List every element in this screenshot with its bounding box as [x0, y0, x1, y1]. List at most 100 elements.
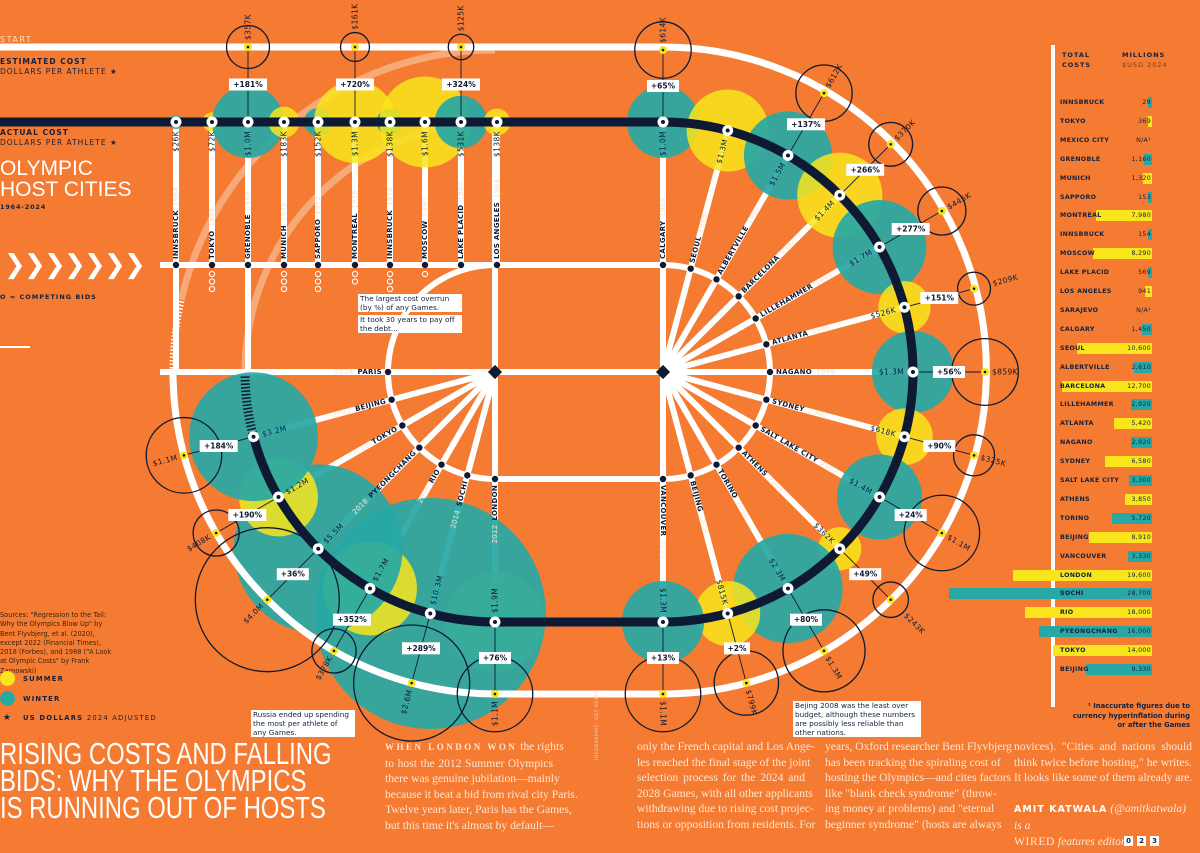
cost-row-value: 1,450 [1131, 325, 1151, 333]
competing-bid-icon [738, 414, 745, 421]
estimated-cost-unit: DOLLARS PER ATHLETE ★ [0, 67, 118, 76]
cost-row-value: 19,600 [1127, 571, 1151, 579]
competing-bid-icon [729, 299, 736, 306]
host-city-name: TORINO [716, 468, 739, 500]
overrun-badge-bg [787, 118, 825, 131]
host-city-label: LAKE PLACID1980 [457, 182, 465, 259]
overrun-percent: +2% [727, 644, 747, 653]
competing-bid-icon [314, 285, 322, 293]
competing-bid-icon [683, 456, 690, 463]
host-city-name: ALBERTVILLE [716, 225, 750, 277]
competing-bid-icon [659, 466, 667, 474]
competing-bid-icon [744, 417, 752, 425]
overrun-badge: +24% [894, 509, 927, 521]
host-city-name: BEIJING [688, 480, 704, 513]
article-line: to host the 2012 Summer Olympics [385, 756, 553, 770]
estimated-node-center [940, 531, 944, 535]
actual-cost-label: $531K [457, 130, 466, 157]
estimated-node-center [182, 454, 186, 457]
cost-bar-summer [1024, 607, 1152, 619]
actual-cost-label: $1.9M [491, 588, 500, 613]
host-year: 2020 [351, 441, 371, 457]
competing-bid-icon [708, 283, 716, 291]
overrun-percent: +352% [337, 615, 367, 624]
cost-bar-summer [1113, 418, 1152, 430]
overrun-badge-bg [479, 652, 511, 664]
cost-bar-summer [1095, 210, 1152, 222]
note-montreal-debt: It took 30 years to pay off the debt... [358, 315, 462, 333]
overrun-percent: +190% [233, 511, 263, 520]
ring-junction-dot [493, 261, 501, 269]
host-year: 1994 [814, 271, 835, 288]
overrun-percent: +720% [340, 80, 370, 89]
start-label: START [0, 35, 33, 44]
competing-bid-icon [172, 270, 180, 278]
estimated-node-center [889, 143, 892, 146]
actual-cost-label: $152K [314, 130, 323, 157]
competing-bid-icon [757, 368, 765, 376]
overrun-badge-bg [724, 642, 750, 655]
article-line: It looks like some of them already are. [1014, 771, 1193, 785]
legend-summer-label: SUMMER [23, 674, 65, 683]
estimated-cost-label: $1.3M [824, 655, 844, 681]
estimated-cost-ring [194, 527, 340, 673]
cost-row-value: 153 [1138, 193, 1151, 201]
cost-row-city: TOKYO [1060, 117, 1086, 125]
competing-bid-icon [659, 270, 667, 278]
overrun-badge: +90% [923, 440, 956, 452]
host-city-name: LONDON [491, 485, 499, 520]
overrun-percent: +184% [204, 442, 234, 451]
overrun-badge-bg [276, 568, 309, 581]
ring-junction-dot [172, 261, 180, 269]
spoke [662, 304, 906, 375]
host-city-label: MUNICH1972 [280, 202, 288, 259]
competing-bid-icon [731, 327, 739, 334]
competing-bid-icon [172, 278, 180, 285]
article-line: les reached the final stage of the joint [637, 755, 811, 769]
host-city-name: SALT LAKE CITY [759, 425, 820, 465]
cost-row-value: 5,420 [1131, 420, 1151, 428]
host-city-name: TOKYO [208, 231, 216, 259]
overrun-percent: +24% [899, 511, 924, 520]
estimated-node-center [822, 649, 826, 653]
article-line: ing money at problems) and "eternal [825, 802, 995, 816]
competing-bid-icon [754, 343, 761, 350]
host-city-name: INNSBRUCK [172, 210, 180, 259]
host-year: 1976 [386, 187, 394, 206]
publication-name: WIRED [1014, 834, 1055, 848]
article-line: withdrawing due to rising cost projec- [637, 802, 814, 816]
ring-junction-dot [763, 396, 770, 403]
estimated-cost-label: $1.1M [659, 701, 668, 726]
competing-bid-icon [386, 278, 394, 285]
overrun-badge-bg [894, 509, 927, 521]
competing-bid-icon [659, 285, 667, 293]
author-handle[interactable]: (@amitkatwala) is a [1014, 802, 1187, 832]
ring-junction-dot [763, 341, 770, 348]
estimated-node-center [822, 91, 826, 95]
article-line: years, Oxford researcher Bent Flyvbjerg [825, 740, 1012, 753]
host-city-label: MONTREAL1976 [351, 190, 359, 259]
cost-bar-winter [1128, 550, 1152, 562]
estimated-cost-title: ESTIMATED COST [0, 57, 87, 66]
chevrons-icon: ❯❯❯❯❯❯❯ [4, 250, 146, 280]
page-digit: 0 [1124, 836, 1133, 846]
competing-bid-icon [659, 278, 667, 285]
cost-row-city: INNSBRUCK [1060, 231, 1105, 239]
overrun-badge: +324% [442, 78, 480, 91]
competing-bid-icon [725, 351, 732, 358]
host-city-name: CALGARY [659, 220, 667, 259]
competing-bid-icon [280, 285, 288, 293]
estimated-cost-ring [782, 609, 866, 693]
table-header-unit: MILLIONS [1122, 51, 1166, 59]
host-city-name: BEIJING [354, 397, 387, 413]
